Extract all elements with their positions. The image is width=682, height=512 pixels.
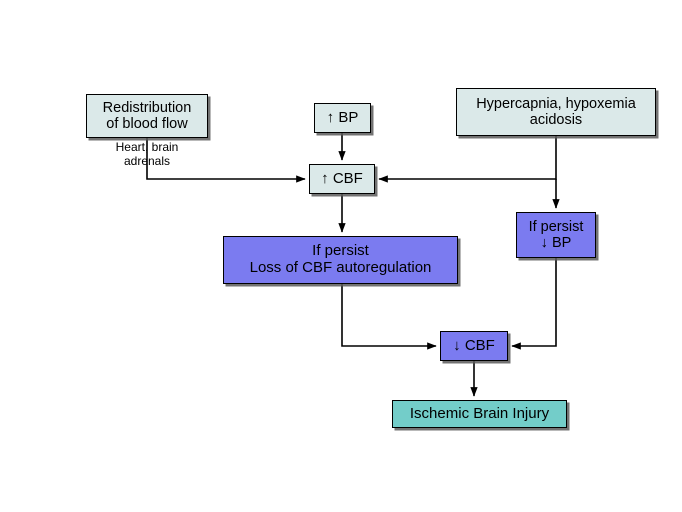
node-redistribution-of-blood-flow: Redistribution of blood flow [86,94,208,138]
node-increased-bp: ↑ BP [314,103,371,133]
edge-hypercapnia-to-up-cbf [378,136,557,183]
node-if-persist-decreased-bp: If persist ↓ BP [516,212,596,258]
node-decreased-cbf: ↓ CBF [440,331,508,361]
node-increased-cbf: ↑ CBF [309,164,375,194]
node-ischemic-brain-injury: Ischemic Brain Injury [392,400,567,428]
node-hypercapnia-hypoxemia-acidosis: Hypercapnia, hypoxemia acidosis [456,88,656,136]
label-heart-brain-adrenals: Heart, brain adrenals [115,140,179,169]
edge-redistribution-to-up-cbf [146,138,306,183]
node-loss-of-cbf-autoregulation: If persist Loss of CBF autoregulation [223,236,458,284]
edge-loss-autoregulation-to-down-cbf [341,284,437,350]
edge-if-persist-down-bp-to-down-cbf [511,258,557,350]
